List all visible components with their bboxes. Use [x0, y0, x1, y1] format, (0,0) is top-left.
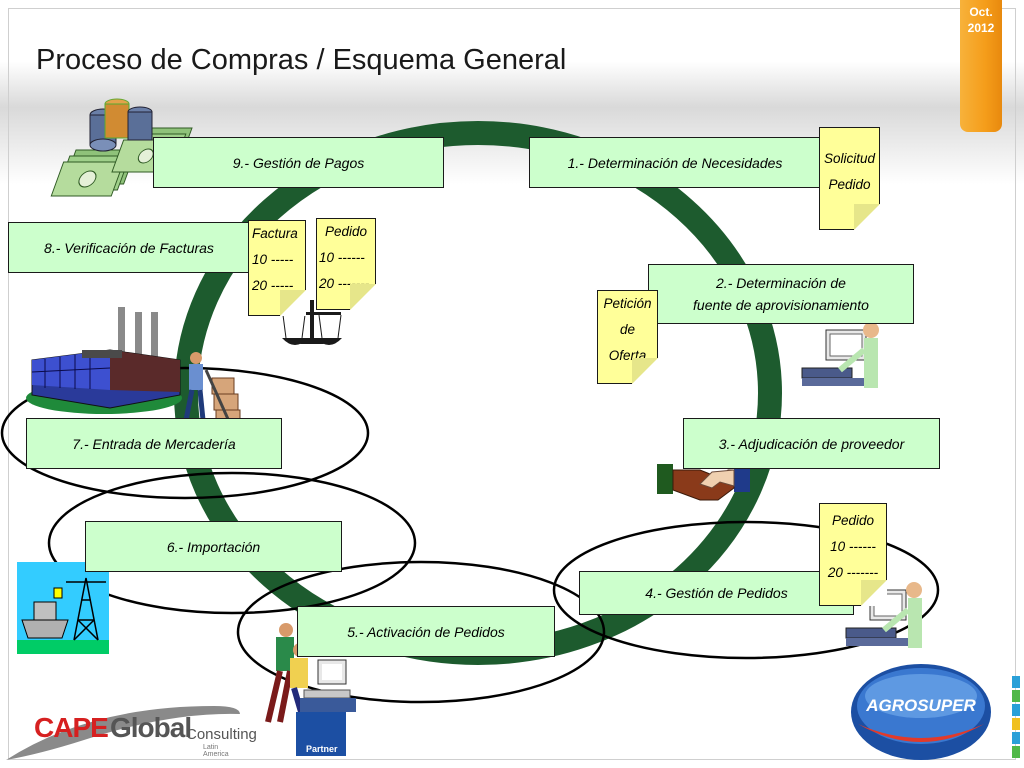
- step-7-box: 7.- Entrada de Mercadería: [26, 418, 282, 469]
- latin-america-logo-text: Latin America: [203, 744, 229, 758]
- date-month: Oct.: [969, 5, 993, 19]
- slide-title: Proceso de Compras / Esquema General: [36, 44, 567, 76]
- step-1-box: 1.- Determinación de Necesidades: [529, 137, 821, 188]
- step-1-label: 1.- Determinación de Necesidades: [567, 154, 783, 171]
- factura-line3: 20 -----: [252, 278, 294, 293]
- agrosuper-logo-text: AGROSUPER: [866, 696, 976, 715]
- slide-frame: [8, 8, 1016, 760]
- page-fold: [280, 290, 306, 316]
- solicitud-line2: Pedido: [828, 177, 871, 192]
- step-5-label: 5.- Activación de Pedidos: [347, 623, 505, 640]
- pedido-right-line1: Pedido: [831, 513, 875, 528]
- pedido-top-line2: 10 ------: [319, 250, 365, 265]
- color-strip: [1012, 676, 1020, 758]
- peticion-oferta-document: Petición de Oferta: [597, 290, 658, 384]
- cape-logo-text: CAPE: [34, 712, 109, 743]
- step-3-box: 3.- Adjudicación de proveedor: [683, 418, 940, 469]
- pedido-document-top: Pedido 10 ------ 20 -------: [316, 218, 376, 310]
- handshake-icon: [657, 462, 750, 501]
- date-tab: Oct. 2012: [960, 0, 1002, 132]
- pedido-top-line1: Pedido: [325, 224, 368, 239]
- sap-partner-text: Partner: [306, 744, 338, 754]
- page-fold: [350, 284, 376, 310]
- step-2-box: 2.- Determinación de fuente de aprovisio…: [648, 264, 914, 324]
- solicitud-line1: Solicitud: [823, 151, 876, 166]
- page-fold: [861, 580, 887, 606]
- oval-step5: [236, 560, 606, 704]
- oval-step6: [47, 471, 417, 615]
- consulting-logo-text: Consulting: [186, 726, 257, 743]
- step-3-label: 3.- Adjudicación de proveedor: [718, 435, 905, 452]
- scale-icon: [282, 300, 342, 345]
- solicitud-pedido-document: Solicitud Pedido: [819, 127, 880, 230]
- workers-at-computer-icon: [265, 623, 356, 756]
- import-ship-crane-icon: [17, 562, 109, 654]
- pedido-document-right: Pedido 10 ------ 20 -------: [819, 503, 887, 606]
- step-8-box: 8.- Verificación de Facturas: [8, 222, 250, 273]
- computer-operator-icon: [801, 322, 879, 388]
- oval-step7: [0, 366, 370, 500]
- factura-line1: Factura: [252, 226, 298, 241]
- step-6-box: 6.- Importación: [85, 521, 342, 572]
- agrosuper-logo-mark: [851, 664, 991, 760]
- factura-line2: 10 -----: [252, 252, 294, 267]
- peticion-line1: Petición: [603, 296, 652, 311]
- step-4-label: 4.- Gestión de Pedidos: [645, 585, 788, 601]
- peticion-line2: de: [619, 322, 636, 337]
- step-7-label: 7.- Entrada de Mercadería: [72, 435, 236, 452]
- cape-global-logo-mark: [6, 706, 240, 760]
- step-2-label-line1: 2.- Determinación de: [716, 275, 846, 291]
- date-year: 2012: [967, 21, 995, 35]
- factory-icon: [26, 307, 182, 414]
- step-5-box: 5.- Activación de Pedidos: [297, 606, 555, 657]
- oval-step4: [552, 520, 940, 660]
- factura-document: Factura 10 ----- 20 -----: [248, 220, 306, 316]
- page-fold: [632, 358, 658, 384]
- step-8-label: 8.- Verificación de Facturas: [44, 239, 214, 256]
- global-logo-text: Global: [110, 712, 192, 743]
- step-9-label: 9.- Gestión de Pagos: [232, 154, 365, 171]
- step-4-box: 4.- Gestión de Pedidos: [579, 571, 854, 615]
- pedido-right-line3: 20 -------: [827, 565, 879, 580]
- step-2-label-line2: fuente de aprovisionamiento: [693, 297, 869, 313]
- step-6-label: 6.- Importación: [166, 538, 261, 555]
- step-9-box: 9.- Gestión de Pagos: [153, 137, 444, 188]
- page-fold: [854, 204, 880, 230]
- pedido-right-line2: 10 ------: [830, 539, 876, 554]
